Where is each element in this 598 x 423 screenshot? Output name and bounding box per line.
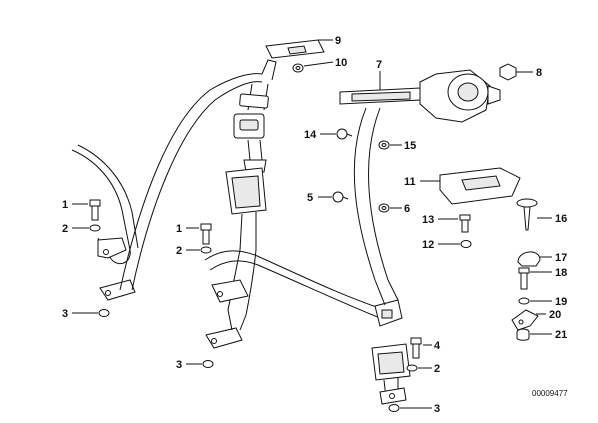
callout-6: 6 <box>404 203 410 215</box>
washer-part-2-right <box>406 364 418 372</box>
leader-lines <box>72 39 552 409</box>
nut-part-10 <box>292 63 304 73</box>
callout-3-right: 3 <box>434 403 440 415</box>
callout-3-center: 3 <box>176 359 182 371</box>
cover-part-9 <box>265 39 325 59</box>
callout-3-left: 3 <box>62 308 68 320</box>
right-retractor-belt <box>339 69 501 306</box>
callout-2-left: 2 <box>62 223 68 235</box>
nut-part-8 <box>499 63 517 81</box>
grommet-part-15 <box>378 140 390 150</box>
callout-labels: 1 2 3 1 2 3 4 2 3 5 6 7 8 9 10 11 12 13 … <box>62 35 567 415</box>
callout-2-right: 2 <box>434 363 440 375</box>
callout-13: 13 <box>422 214 434 226</box>
center-belt-loop <box>119 59 277 349</box>
clip-part-14 <box>336 128 353 140</box>
callout-11: 11 <box>404 176 416 188</box>
bushing-part-21 <box>516 328 530 341</box>
callout-14: 14 <box>304 129 317 141</box>
bolt-part-1-left <box>89 199 101 221</box>
callout-4: 4 <box>434 340 441 352</box>
washer-part-2-left <box>89 224 101 232</box>
washer-part-2-center <box>200 246 212 254</box>
callout-9: 9 <box>335 35 341 47</box>
clip-part-5 <box>332 191 349 203</box>
nut-part-3-right <box>388 404 400 412</box>
grommet-part-6 <box>378 203 390 213</box>
cover-part-11 <box>439 167 521 205</box>
callout-21: 21 <box>555 329 567 341</box>
cap-part-17 <box>517 251 541 267</box>
bolt-part-13 <box>459 214 471 233</box>
callout-19: 19 <box>555 296 567 308</box>
lap-belt-cross <box>204 250 403 327</box>
callout-18: 18 <box>555 267 567 279</box>
callout-2-center: 2 <box>176 245 182 257</box>
callout-8: 8 <box>536 67 542 79</box>
drawing-code: 00009477 <box>532 389 568 398</box>
nut-part-3-left <box>98 309 110 317</box>
callout-1-left: 1 <box>62 199 68 211</box>
nut-part-3-center <box>202 360 214 368</box>
callout-7: 7 <box>376 59 382 71</box>
callout-20: 20 <box>549 309 561 321</box>
nut-part-12 <box>460 240 472 248</box>
callout-10: 10 <box>335 57 347 69</box>
bolt-part-4 <box>410 337 422 359</box>
callout-15: 15 <box>404 140 416 152</box>
callout-17: 17 <box>555 252 567 264</box>
washer-part-19 <box>518 297 530 305</box>
callout-16: 16 <box>555 213 567 225</box>
callout-1-center: 1 <box>176 223 182 235</box>
bolt-part-18 <box>518 267 530 290</box>
bracket-part-20 <box>511 309 539 331</box>
right-lower-buckle <box>371 343 411 405</box>
left-belt-strap <box>71 144 139 301</box>
screw-part-16 <box>516 198 538 231</box>
callout-12: 12 <box>422 239 434 251</box>
callout-5: 5 <box>307 192 313 204</box>
bolt-part-1-center <box>200 223 212 245</box>
